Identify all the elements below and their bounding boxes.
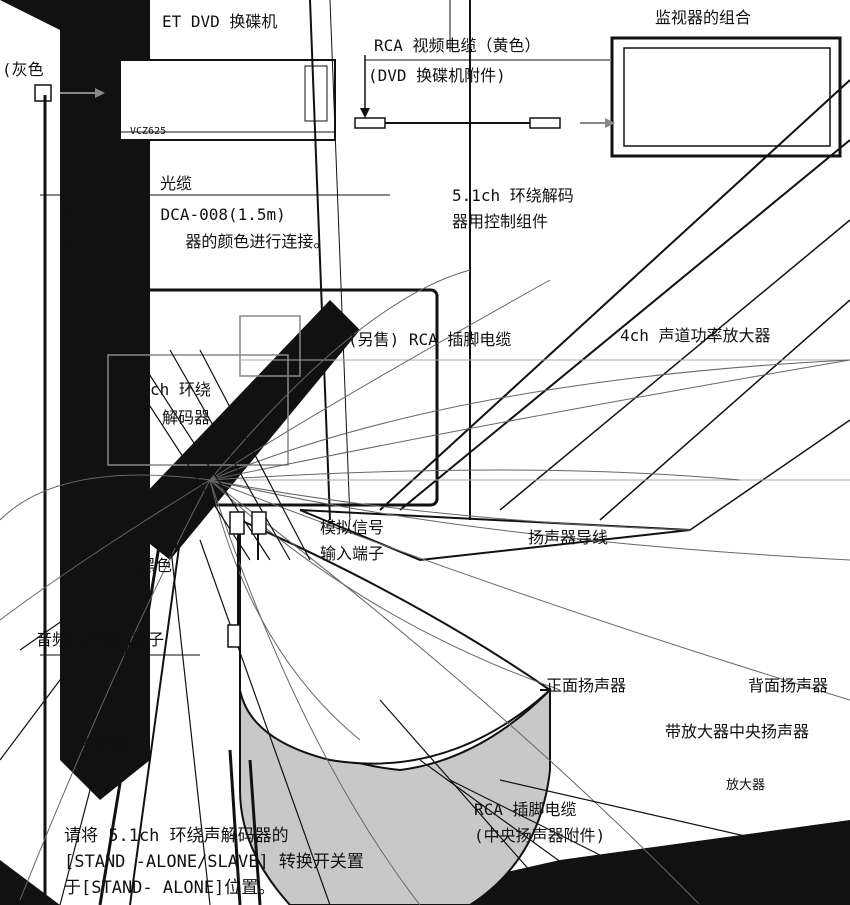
- label-surround-control-1: 5.1ch 环绕解码: [452, 186, 574, 205]
- instruction-line-2: [STAND -ALONE/SLAVE] 转换开关置: [64, 852, 364, 872]
- label-center-amp-speaker: 带放大器中央扬声器: [665, 722, 810, 741]
- label-center: 中央线: [78, 734, 127, 753]
- white-wedge: [299, 509, 691, 562]
- label-rca-pin-cable-center-1: RCA 插脚电缆: [474, 800, 577, 819]
- label-front-speaker: 正面扬声器: [546, 676, 627, 695]
- color-note-mark: ※: [62, 232, 76, 251]
- label-optical-cable: 光缆: [160, 174, 193, 193]
- instruction-line-3: 于[STAND- ALONE]位置。: [64, 878, 276, 898]
- label-black: 黑色: [140, 556, 173, 575]
- label-analog-input-1: 模拟信号: [320, 518, 385, 537]
- optical-model-b: m): [131, 205, 161, 224]
- label-rca-pin-cable-center-2: (中央扬声器附件): [474, 826, 606, 845]
- label-decoder-2: 解码器: [162, 408, 211, 427]
- label-rear-speaker: 背面扬声器: [748, 676, 829, 695]
- label-gray: (灰色: [2, 60, 44, 79]
- instruction-line-1: 请将 5.1ch 环绕声解码器的: [64, 826, 289, 846]
- dvd-changer-body: [119, 59, 336, 141]
- label-speaker-wire: 扬声器导线: [528, 528, 609, 547]
- label-rca-video-cable: RCA 视频电缆（黄色）: [374, 36, 541, 55]
- color-note-text: 器的颜色进行连接。: [185, 232, 330, 251]
- optical-model-d: (1.5m): [227, 205, 286, 224]
- white-lens: [239, 518, 552, 765]
- label-decoder-1: ch 环绕: [150, 380, 211, 399]
- label-rca-pin-cable-sold: (另售) RCA 插脚电缆: [348, 330, 512, 349]
- label-rca-video-cable-note: (DVD 换碟机附件): [368, 66, 506, 85]
- label-audio-output: 音频信号输出端子: [36, 630, 165, 649]
- label-surround-control-2: 器用控制组件: [452, 212, 549, 231]
- black-band-bottom-left: [0, 860, 60, 905]
- dvd-changer-panel: [304, 65, 328, 122]
- label-dvd-changer: ET DVD 换碟机: [162, 12, 278, 31]
- black-band-left: [0, 0, 150, 800]
- label-monitor-combo: 监视器的组合: [655, 8, 752, 27]
- label-analog-input-2: 输入端子: [320, 544, 385, 563]
- monitor-screen: [623, 47, 831, 147]
- label-color-note: ※ 器的颜色进行连接。: [62, 232, 329, 252]
- optical-model-c: DCA-008: [160, 205, 228, 224]
- label-device-model: VCZ625: [130, 126, 167, 137]
- optical-model-a: D: [62, 205, 72, 224]
- label-amplifier: 放大器: [726, 778, 766, 793]
- label-amp-4ch: 4ch 声道功率放大器: [620, 326, 771, 345]
- decoder-box: [80, 288, 439, 507]
